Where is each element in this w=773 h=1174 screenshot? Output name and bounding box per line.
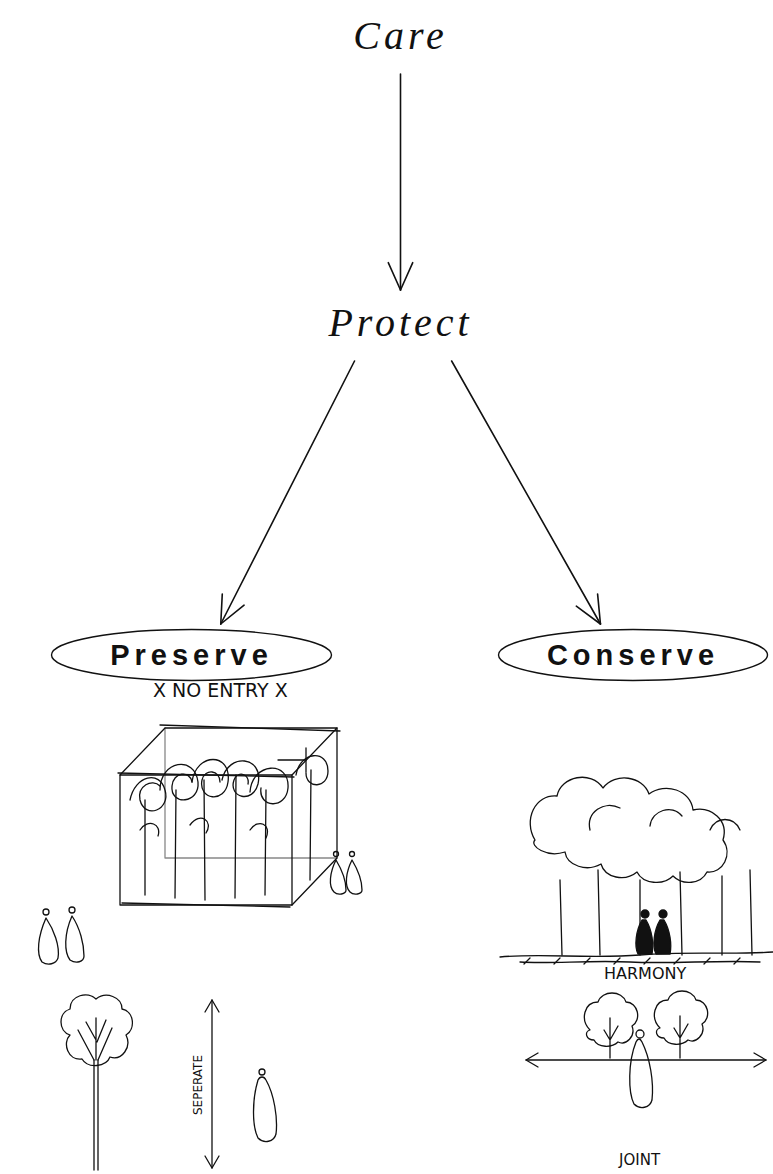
separate-tree xyxy=(61,995,132,1170)
separation-arrow xyxy=(205,1000,219,1168)
joint-person xyxy=(630,1030,653,1107)
node-text: Preserve xyxy=(110,639,273,672)
oval-node: Preserve xyxy=(50,628,333,682)
sketch-label: X NO ENTRY X xyxy=(153,679,288,701)
node-text: Protect xyxy=(328,299,472,346)
text-node: Care xyxy=(343,7,458,64)
harmony-people xyxy=(636,910,671,954)
joint-arrow xyxy=(526,1053,766,1067)
sketch-label: SEPERATE xyxy=(191,1055,205,1115)
node-text: Care xyxy=(353,12,448,59)
arrow-connector xyxy=(221,361,355,624)
text-node: Protect xyxy=(318,294,483,351)
sketch-label: JOINT xyxy=(619,1151,660,1169)
people-outside-box xyxy=(39,852,362,965)
enclosed-forest-box xyxy=(118,725,340,907)
oval-node: Conserve xyxy=(497,628,769,682)
node-text: Conserve xyxy=(547,639,719,672)
sketch-label: HARMONY xyxy=(604,964,686,983)
joint-trees xyxy=(584,991,707,1058)
arrow-connector xyxy=(452,361,601,624)
harmony-forest xyxy=(500,777,773,964)
separate-person xyxy=(254,1069,277,1141)
arrow-connector xyxy=(388,74,412,290)
